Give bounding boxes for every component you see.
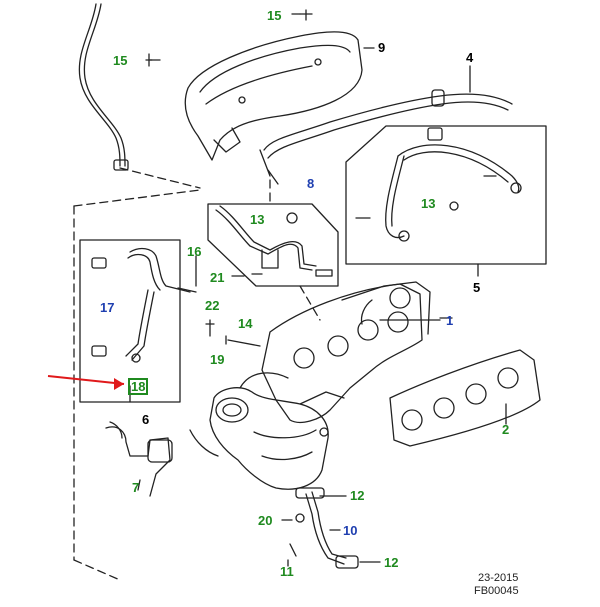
red-indicator-arrow	[47, 375, 125, 390]
callout-13-left: 13	[250, 212, 265, 227]
heat-shield-drawing	[184, 31, 363, 161]
callout-1: 1	[446, 313, 454, 328]
callout-8: 8	[307, 176, 315, 191]
callout-15-left: 15	[113, 53, 128, 68]
callout-12-upper: 12	[350, 488, 365, 503]
callout-22: 22	[205, 298, 220, 313]
callout-20: 20	[258, 513, 273, 528]
callout-14: 14	[238, 316, 253, 331]
callout-18-highlighted: 18	[128, 378, 149, 395]
gasket-drawing	[389, 349, 541, 447]
box-6-outline	[79, 239, 181, 403]
footer-code: FB00045	[474, 585, 519, 597]
callout-13-right: 13	[421, 196, 436, 211]
callout-2: 2	[502, 422, 510, 437]
oil-feed-pipe-drawing	[78, 3, 121, 167]
box-8-outline	[207, 203, 339, 287]
footer-date: 23-2015	[478, 572, 519, 584]
callout-17: 17	[100, 300, 115, 315]
callout-16: 16	[187, 244, 202, 259]
coolant-hose-drawing	[263, 93, 513, 151]
callout-7: 7	[132, 480, 140, 495]
callout-12-lower: 12	[384, 555, 399, 570]
turbocharger-drawing	[209, 387, 329, 490]
callout-4: 4	[466, 50, 474, 65]
callout-11: 11	[280, 564, 294, 579]
callout-21: 21	[210, 270, 225, 285]
callout-10: 10	[343, 523, 358, 538]
callout-19: 19	[210, 352, 225, 367]
callout-5: 5	[473, 280, 481, 295]
oil-return-pipe-drawing	[305, 493, 345, 565]
wastegate-actuator-drawing	[105, 426, 171, 497]
callout-9: 9	[378, 40, 386, 55]
callout-6: 6	[142, 412, 150, 427]
box-5-outline	[345, 125, 547, 265]
exhaust-manifold-drawing	[261, 283, 423, 424]
callout-15-top: 15	[267, 8, 282, 23]
